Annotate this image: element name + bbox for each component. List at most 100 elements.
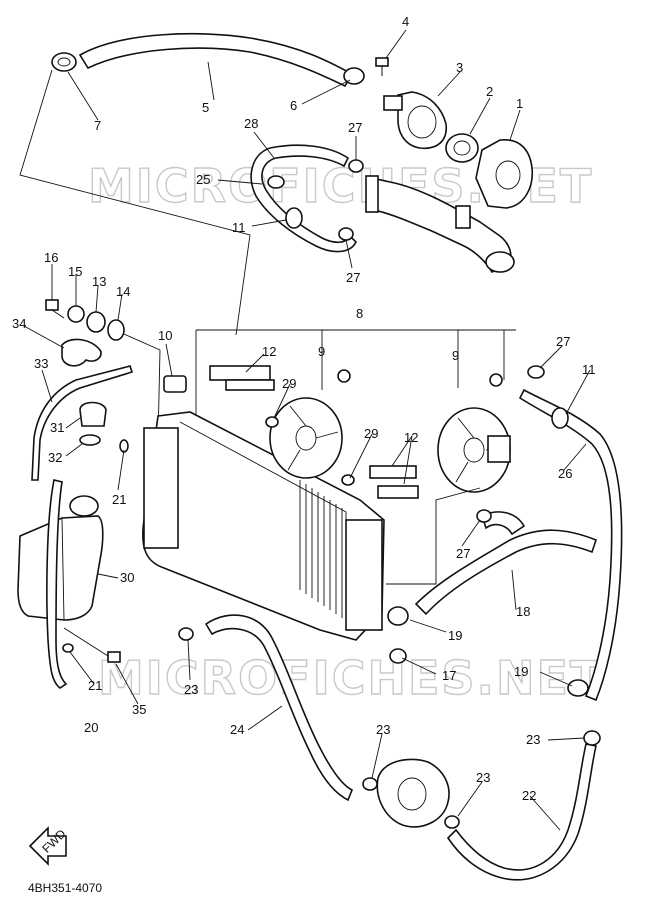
- callout-12-top: 12: [262, 344, 276, 359]
- clamp-23-right: [583, 730, 601, 746]
- callout-32: 32: [48, 450, 62, 465]
- callout-11-top: 11: [232, 220, 246, 235]
- callout-33: 33: [34, 356, 48, 371]
- callout-21-lower: 21: [88, 678, 102, 693]
- upper-hose: [78, 32, 354, 88]
- hose-22: [446, 743, 597, 881]
- callout-1: 1: [516, 96, 523, 111]
- clamp-19-lower: [387, 606, 409, 626]
- radiator-core: [142, 411, 385, 641]
- clamp-23-left: [178, 627, 194, 641]
- watermark-bottom: MICROFICHES.NET: [98, 651, 603, 705]
- leader-bolt-35: [63, 627, 109, 657]
- callout-17: 17: [442, 668, 456, 683]
- hose-clamp-7: [51, 52, 77, 72]
- callout-35: 35: [132, 702, 146, 717]
- leader-collar: [123, 333, 161, 441]
- clamp-19-right: [567, 679, 589, 697]
- lower-hose-18: [414, 511, 597, 616]
- callout-31: 31: [50, 420, 64, 435]
- clamp-23-pump-right: [444, 815, 460, 829]
- callout-29-right: 29: [364, 426, 378, 441]
- callout-6: 6: [290, 98, 297, 113]
- thermostat-housing: [475, 139, 533, 209]
- hose-28: [250, 144, 357, 253]
- grommet-13: [86, 311, 106, 333]
- clip-34: [61, 338, 102, 367]
- callout-27-right: 27: [556, 334, 570, 349]
- callout-19-lower: 19: [448, 628, 462, 643]
- callout-7: 7: [94, 118, 101, 133]
- nut-17: [389, 648, 407, 664]
- callout-23-mid: 23: [376, 722, 390, 737]
- callout-27-mid: 27: [346, 270, 360, 285]
- clamp-11-top: [285, 207, 303, 229]
- bolt-29-left: [265, 416, 279, 428]
- clamp-27-top: [348, 159, 364, 173]
- bolt-fan-right: [489, 373, 503, 387]
- breather-hose-20: [46, 479, 68, 689]
- reservoir-cap-31: [79, 401, 107, 427]
- leader-fan-hose: [386, 487, 481, 585]
- hose-24: [204, 614, 354, 802]
- clamp-28: [267, 175, 285, 189]
- callout-22: 22: [522, 788, 536, 803]
- callout-4: 4: [402, 14, 409, 29]
- callout-23-left: 23: [184, 682, 198, 697]
- clip-11-right: [551, 407, 569, 429]
- callout-12-bottom: 12: [404, 430, 418, 445]
- callout-19-right: 19: [514, 664, 528, 679]
- reservoir-tank-30: [17, 495, 104, 621]
- pad-12-bottom: [369, 465, 419, 499]
- callout-labels: 1 2 3 4 5 6 7 8 9 9 10 11 11 12 12 13 14…: [12, 14, 596, 803]
- overflow-hose-33: [31, 365, 134, 481]
- callout-3: 3: [456, 60, 463, 75]
- callout-13: 13: [92, 274, 106, 289]
- callout-29-left: 29: [282, 376, 296, 391]
- damper-10: [163, 375, 187, 393]
- leader-lines: [23, 29, 591, 831]
- callout-14: 14: [116, 284, 130, 299]
- fwd-arrow: FWD: [28, 826, 69, 866]
- diagram-code: 4BH351-4070: [28, 881, 102, 895]
- clamp-23-pump-left: [362, 777, 378, 791]
- bolt-16: [45, 299, 65, 319]
- bracket-line-8: [195, 329, 516, 416]
- callout-10: 10: [158, 328, 172, 343]
- callout-26: 26: [558, 466, 572, 481]
- callout-11-right: 11: [582, 362, 596, 377]
- coolant-pipe: [365, 175, 515, 273]
- bolt-radiator-top: [337, 369, 351, 383]
- callout-30: 30: [120, 570, 134, 585]
- water-pump-housing: [376, 758, 450, 828]
- clamp-27-mid: [338, 227, 354, 241]
- leader-hose-to-radiator: [19, 69, 251, 336]
- bolt-35: [107, 651, 121, 663]
- cooling-fan-right: [437, 407, 511, 493]
- callout-9-right: 9: [452, 348, 459, 363]
- callout-5: 5: [202, 100, 209, 115]
- callout-21-upper: 21: [112, 492, 126, 507]
- callout-16: 16: [44, 250, 58, 265]
- pad-12-top: [209, 365, 275, 391]
- thermostat: [445, 133, 479, 163]
- bolt-29-right: [341, 474, 355, 486]
- callout-34: 34: [12, 316, 26, 331]
- clip-21-lower: [62, 643, 74, 653]
- cooling-fan-left: [269, 397, 343, 479]
- collar-14: [107, 319, 125, 341]
- callout-8: 8: [356, 306, 363, 321]
- callout-2: 2: [486, 84, 493, 99]
- callout-25: 25: [196, 172, 210, 187]
- washer-15: [67, 305, 85, 323]
- callout-23-pump: 23: [476, 770, 490, 785]
- clamp-27-lower: [476, 509, 492, 523]
- gasket-32: [79, 434, 101, 446]
- callout-9-left: 9: [318, 344, 325, 359]
- callout-28: 28: [244, 116, 258, 131]
- thermostat-cover: [383, 91, 447, 149]
- callout-20: 20: [84, 720, 98, 735]
- bolt-4: [375, 57, 389, 76]
- callout-15: 15: [68, 264, 82, 279]
- callout-27-top: 27: [348, 120, 362, 135]
